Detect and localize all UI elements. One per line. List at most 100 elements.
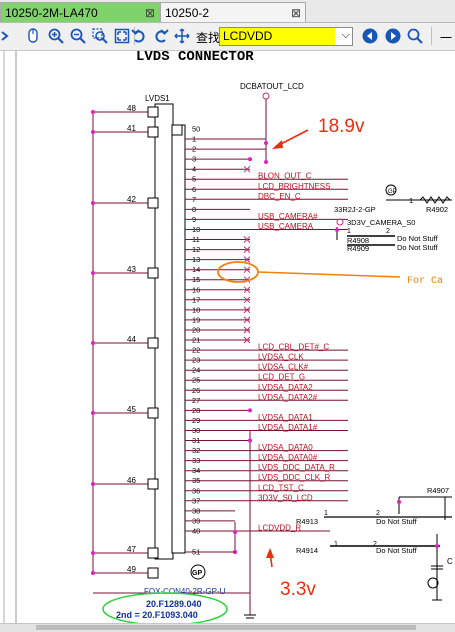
chevron-down-icon[interactable]: ⌵ (341, 29, 350, 41)
power-net-label: DCBATOUT_LCD (240, 82, 304, 91)
net-label: LCD_CBL_DET#_C (258, 343, 329, 352)
find-label: 查找: (196, 31, 224, 45)
search-icon[interactable] (406, 27, 424, 45)
zoom-in-icon[interactable] (47, 27, 65, 45)
pin-number: 49 (127, 565, 136, 574)
pin-number: 44 (127, 335, 136, 344)
net-label: 3D3V_S0_LCD (258, 493, 313, 502)
net-label: LVDSA_DATA1 (258, 413, 313, 422)
net-label: LVDSA_DATA2 (258, 383, 313, 392)
pin-label: 2 (373, 541, 377, 548)
net-label: DBC_EN_C (258, 192, 301, 201)
pin-number: 42 (127, 195, 136, 204)
net-label: LCD_TST_C (258, 483, 304, 492)
redo-icon[interactable] (152, 27, 170, 45)
pin-number: 48 (127, 104, 136, 113)
gp-mark: GP (192, 570, 202, 577)
fit-to-window-icon[interactable] (113, 27, 131, 45)
zoom-area-icon[interactable] (91, 27, 109, 45)
truncated-toolbar-label: 一 (440, 31, 453, 45)
part-number: FOX-CON40-2R-GP-U (144, 587, 226, 596)
camera-net-label: 3D3V_CAMERA_S0 (347, 218, 415, 227)
r4913-dns: Do Not Stuff (376, 517, 418, 526)
tab-bar: 10250-2M-LA470 ⊠ 10250-2 ⊠ (0, 0, 455, 23)
find-input[interactable]: LCDVDD (220, 28, 335, 45)
r4908-dns: Do Not Stuff (397, 234, 439, 243)
no-connect-mark (243, 236, 251, 243)
r4909-dns: Do Not Stuff (397, 243, 439, 252)
find-previous-icon[interactable] (361, 27, 379, 45)
gp-small-mark: GP (388, 189, 397, 195)
toolbar: 查找: LCDVDD ⌵ 一 (0, 23, 455, 51)
pin-label: 1 (334, 541, 338, 548)
tab-10250-2[interactable]: 10250-2 ⊠ (160, 2, 306, 22)
no-connect-mark (243, 336, 251, 344)
schematic-canvas[interactable]: LVDS CONNECTOR DCBATOUT_LCD 18.9v LVDS1 … (0, 51, 455, 623)
horizontal-scrollbar[interactable] (0, 623, 455, 632)
net-label: LCDVDD_R (258, 524, 301, 533)
no-connect-mark (243, 165, 251, 173)
net-label: BLON_OUT_C (258, 172, 312, 181)
net-label: LVDSA_CLK# (258, 363, 309, 372)
r4902-part: 33R2J-2-GP (334, 205, 376, 214)
pin-label: 2 (386, 228, 390, 235)
pin-number: 46 (127, 476, 136, 485)
pin-number: 41 (127, 124, 136, 133)
pin-number: 43 (127, 265, 136, 274)
net-label: LVDSA_DATA0# (258, 453, 318, 462)
arrow-icon[interactable] (0, 27, 10, 45)
r4914-dns: Do Not Stuff (376, 546, 418, 555)
r4907-ref: R4907 (427, 486, 449, 495)
r4902-ref: R4902 (426, 205, 448, 214)
r4913-ref: R4913 (296, 517, 318, 526)
code-1: 20.F1289.040 (146, 599, 202, 609)
tab-label: 10250-2M-LA470 (5, 6, 98, 20)
scrollbar-thumb[interactable] (36, 625, 416, 630)
junction-dot (248, 157, 252, 162)
no-connect-mark (243, 326, 251, 334)
junction-dot (248, 438, 252, 443)
pin-number: 47 (127, 545, 136, 554)
no-connect-mark (243, 256, 251, 263)
find-next-icon[interactable] (384, 27, 402, 45)
move-icon[interactable] (173, 27, 191, 45)
undo-icon[interactable] (130, 27, 148, 45)
tab-10250-2m-la470[interactable]: 10250-2M-LA470 ⊠ (0, 2, 160, 22)
toolbar-divider (134, 27, 135, 45)
pin-number: 45 (127, 405, 136, 414)
pin-label: 1 (347, 228, 351, 235)
net-label: LVDSA_DATA2# (258, 393, 318, 402)
net-label: LVDS_DDC_DATA_R (258, 463, 335, 472)
net-label: USB_CAMERA# (258, 212, 318, 221)
annotation-3-3v: 3.3v (280, 579, 316, 600)
junction-dot (248, 408, 252, 413)
r4908-ref: R4908 (347, 236, 369, 245)
net-label: LCD_BRIGHTNESS (258, 182, 330, 191)
side-note: For Ca (407, 276, 443, 287)
zoom-out-icon[interactable] (69, 27, 87, 45)
capacitor-ref: C (447, 557, 453, 566)
toolbar-divider (431, 27, 432, 45)
pin-label: 2 (376, 510, 380, 517)
net-label: LCD_DET_G (258, 373, 305, 382)
no-connect-mark (243, 316, 251, 324)
no-connect-mark (243, 246, 251, 253)
pin-label: 1 (324, 510, 328, 517)
net-label: USB_CAMERA (258, 222, 314, 231)
r4914-ref: R4914 (296, 546, 318, 555)
left-pins: 48 41 42 43 44 45 46 47 49 (91, 104, 159, 579)
close-tab-icon[interactable]: ⊠ (290, 6, 301, 20)
tab-label: 10250-2 (165, 6, 210, 20)
net-label: LVDSA_DATA1# (258, 423, 318, 432)
junction-dot (233, 530, 237, 534)
close-tab-icon[interactable]: ⊠ (144, 6, 155, 20)
mouse-pointer-icon[interactable] (24, 27, 42, 45)
schematic-title: LVDS CONNECTOR (136, 51, 254, 65)
net-label: LVDS_DDC_CLK_R (258, 473, 331, 482)
code-2: 2nd = 20.F1093.040 (116, 610, 198, 620)
no-connect-mark (243, 286, 251, 294)
connector-ref: LVDS1 (145, 94, 170, 103)
find-combobox[interactable]: LCDVDD ⌵ (219, 27, 353, 46)
no-connect-mark (243, 296, 251, 304)
